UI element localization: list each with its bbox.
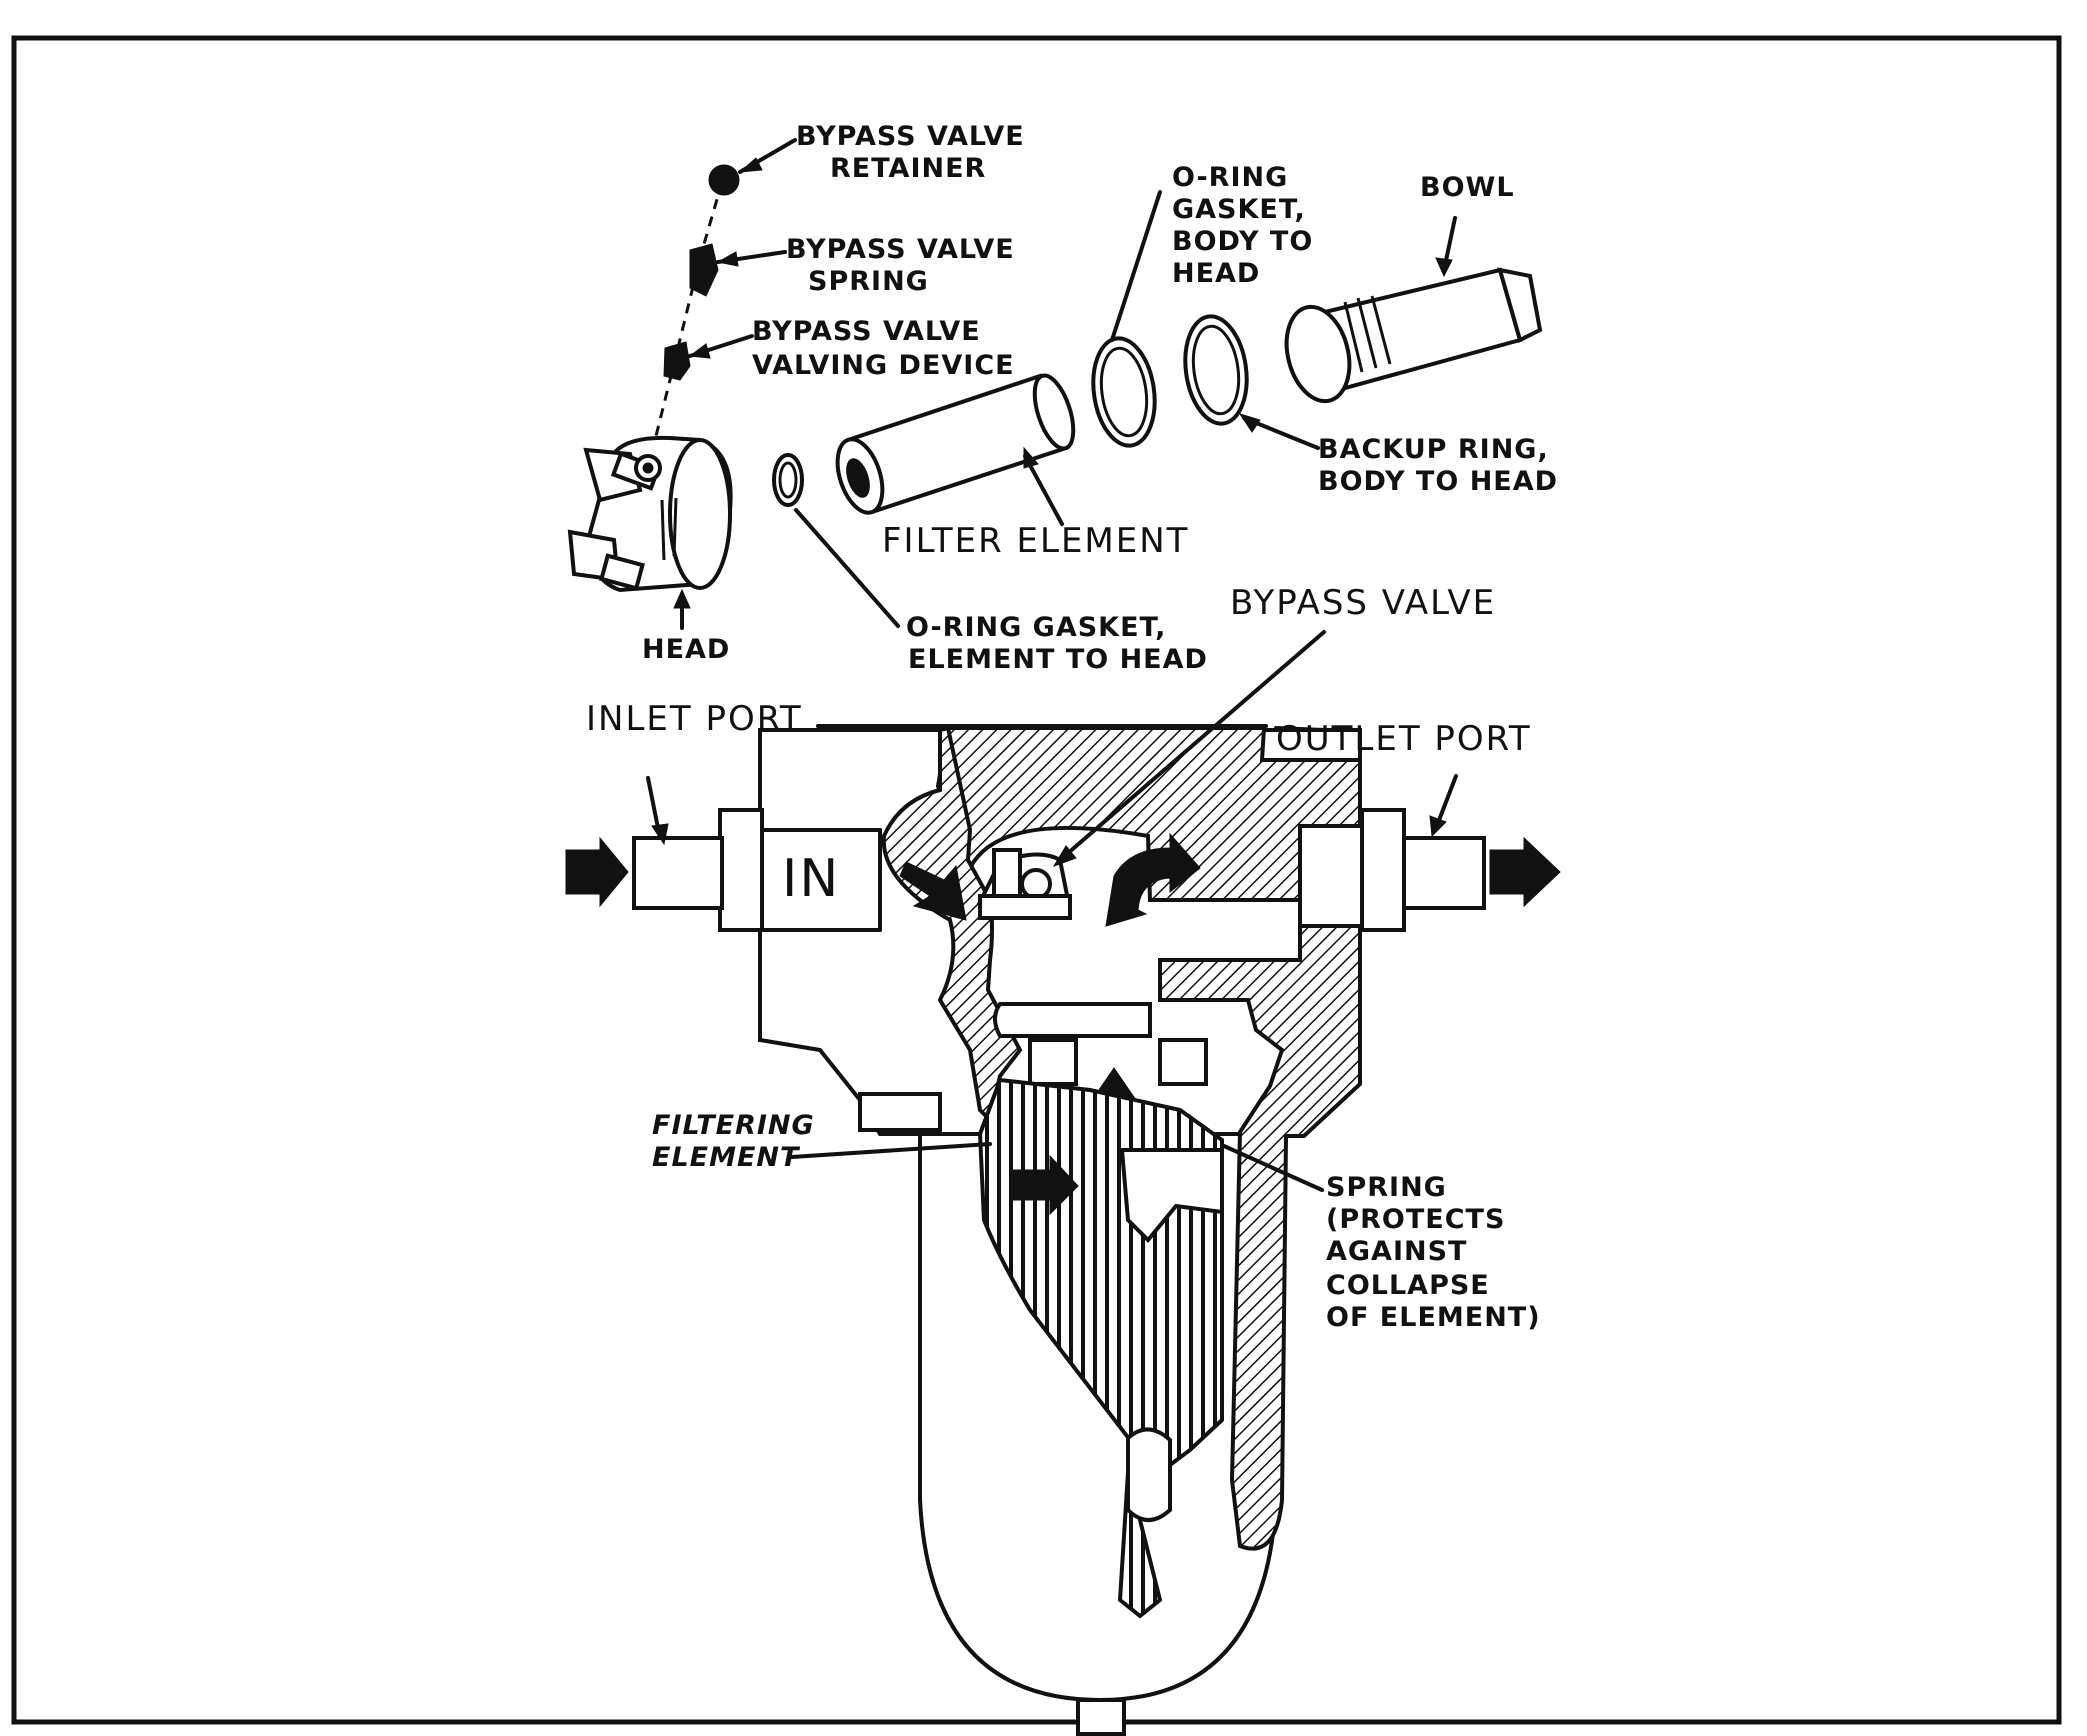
label-o-ring-gasket-body-to-head: O-RING GASKET, BODY TO HEAD [1172,162,1324,289]
label-bypass-valve-spring: BYPASS VALVE SPRING [786,234,1025,297]
o-ring-element-to-head-part [772,453,900,628]
cutaway-leader-lines [646,630,1458,1192]
bypass-valve-valving-device-part [663,341,691,381]
head-part [567,435,733,630]
label-o-ring-gasket-element-to-head: O-RING GASKET, ELEMENT TO HEAD [906,612,1208,675]
bowl-part [1284,216,1543,404]
bypass-valve-retainer-part [708,164,740,196]
label-bypass-valve-valving-device: BYPASS VALVE VALVING DEVICE [752,316,1015,381]
label-filtering-element: FILTERING ELEMENT [652,1110,825,1173]
label-head: HEAD [642,634,730,665]
label-bypass-valve: BYPASS VALVE [1230,583,1496,623]
o-ring-body-to-head-part [1091,190,1162,448]
bypass-valve-spring-part [689,243,719,297]
label-bypass-valve-retainer: BYPASS VALVE RETAINER [796,121,1035,184]
part-labels: BYPASS VALVE RETAINER BYPASS VALVE SPRIN… [586,121,1559,1333]
backup-ring-part [1183,314,1320,450]
figure-border [11,35,2062,1725]
label-inlet-port: INLET PORT [586,699,803,739]
filter-element-part [835,373,1076,526]
label-spring: SPRING (PROTECTS AGAINST COLLAPSE OF ELE… [1326,1172,1541,1333]
label-backup-ring: BACKUP RING, BODY TO HEAD [1318,434,1559,497]
in-marking: IN [782,849,840,909]
label-outlet-port: OUTLET PORT [1276,719,1532,759]
filter-assembly-cutaway: IN [565,725,1561,1736]
bypass-valve-parts [653,138,797,441]
label-bowl: BOWL [1420,172,1515,203]
label-filter-element: FILTER ELEMENT [882,521,1189,561]
